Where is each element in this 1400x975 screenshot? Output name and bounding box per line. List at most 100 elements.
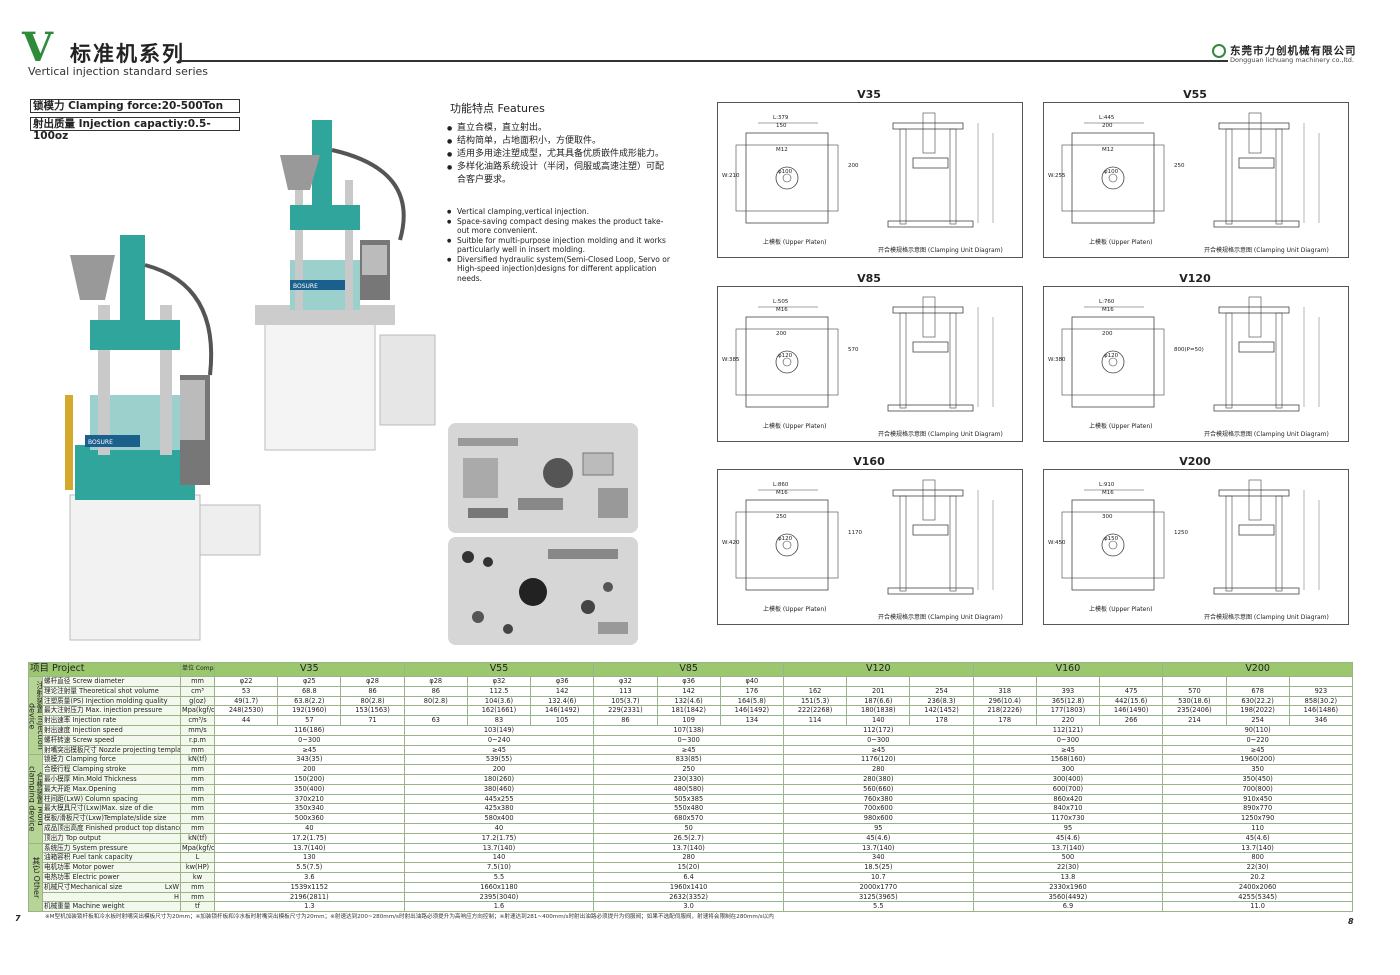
table-cell [909,676,974,687]
row-item: 射出速度 Injection speed [42,724,181,736]
product-photo-parts [448,537,638,645]
table-cell: 539(55) [403,754,595,766]
table-cell: 15(20) [593,862,784,873]
product-photo-inserts [448,423,638,533]
table-cell: 680x570 [593,813,784,824]
row-item: 射出速率 Injection rate [42,715,181,726]
model-header: V200 [1162,662,1353,677]
row-unit: mm [180,764,215,775]
features-list-cn: 直立合模，直立射出。 结构简单，占地面积小，方便取件。 适用多用途注塑成型，尤其… [447,122,672,187]
table-cell: 68.8 [277,685,342,697]
table-cell: 700x600 [782,803,974,815]
row-unit: Mpa(kgf/cm²) [180,842,215,854]
table-cell: 13.7(140) [593,842,784,854]
feature-cn: 结构简单，占地面积小，方便取件。 [447,135,672,148]
diagram-title: V160 [853,455,885,468]
dimension-label: 800(P=50) [1174,347,1204,353]
table-cell: 1176(120) [782,754,974,766]
table-cell: 86 [403,685,468,697]
table-row: 最大注射压力 Max. injection pressureMpa(kgf/cm… [29,705,1354,717]
table-cell: 550x480 [593,803,784,815]
table-cell [846,676,911,687]
table-cell: 346 [1288,715,1354,726]
table-cell: 500x360 [214,813,405,824]
table-cell: 86 [593,715,658,726]
table-cell: 236(8.3) [909,695,974,707]
table-cell: 22(30) [1162,862,1353,873]
row-item: 电热功率 Electric power [42,871,181,883]
clamping-unit-caption: 开合模规格示意图 (Clamping Unit Diagram) [1204,247,1329,254]
row-unit: mm [180,773,215,785]
feature-cn: 直立合模，直立射出。 [447,122,672,135]
table-project-header: 项目 Project [28,662,181,677]
table-cell: 17.2(1.75) [403,832,595,844]
table-cell: 250 [593,764,784,775]
injection-capacity-spec: 射出质量 Injection capactiy:0.5-100oz [30,117,240,142]
table-cell: 5.5 [782,901,974,913]
table-cell: 178 [909,715,974,726]
upper-platen-caption: 上模板 (Upper Platen) [763,606,827,613]
table-cell: 700(800) [1162,783,1353,795]
table-cell: ≥45 [1162,744,1353,756]
company-logo-icon [1212,44,1226,58]
table-cell: 365(12.8) [1035,695,1101,707]
table-cell: 40 [403,822,595,834]
table-cell: 18.5(25) [782,862,974,873]
table-cell: 3125(3965) [782,891,974,903]
row-item: 成品顶出高度 Finished product top distance [42,822,181,834]
row-item: 油箱容积 Fuel tank capacity [42,852,181,864]
diagram-title: V200 [1179,455,1211,468]
table-cell [972,676,1037,687]
table-cell: 13.8 [972,871,1164,883]
table-cell: φ40 [719,676,784,687]
table-cell: 142(1452) [909,705,974,717]
table-cell: 142 [530,685,595,697]
table-cell: 1250x790 [1162,813,1353,824]
row-item: 顶出力 Top output [42,832,181,844]
company-name-cn: 东莞市力创机械有限公司 [1230,45,1357,57]
section-label: 合模装置 Mold clamping device [28,754,43,844]
table-cell: φ32 [466,676,532,687]
row-item: 射嘴突出模板尺寸 Nozzle projecting template size [42,744,181,756]
table-cell: 26.5(2.7) [593,832,784,844]
table-cell: 3.6 [214,871,405,883]
dimension-label: L:445 [1099,115,1115,121]
table-cell: 151(5.3) [782,695,848,707]
table-cell: 107(138) [593,724,784,736]
dimension-label: 150 [776,123,787,129]
row-unit: kN(tf) [180,754,215,766]
company-name-en: Dongguan lichuang machinery co.,ltd. [1230,56,1354,64]
row-unit: kw [180,871,215,883]
table-cell: 164(5.8) [719,695,784,707]
table-cell: 22(30) [972,862,1164,873]
table-cell: 7.5(10) [403,862,595,873]
table-cell: 923 [1288,685,1354,697]
table-cell: 50 [593,822,784,834]
section-label: 其它 Other [28,842,43,913]
row-item: 柱间距(LxW) Column spacing [42,793,181,805]
table-cell: 350x340 [214,803,405,815]
table-cell: 13.7(140) [782,842,974,854]
dimension-label: φ100 [1104,169,1119,175]
table-cell: 146(1492) [530,705,595,717]
row-unit: mm [180,822,215,834]
dimension-label: M12 [1102,147,1114,153]
table-cell: 150(200) [214,773,405,785]
table-cell [1288,676,1354,687]
dimension-label: M16 [776,307,788,313]
row-item: 锁模力 Clamping force [42,754,181,766]
table-cell: 1960x1410 [593,881,784,893]
page-subtitle: Vertical injection standard series [28,65,209,78]
model-header: V85 [593,662,784,677]
table-cell [782,676,848,687]
table-cell: 114 [782,715,848,726]
table-cell: 3560(4492) [972,891,1164,903]
